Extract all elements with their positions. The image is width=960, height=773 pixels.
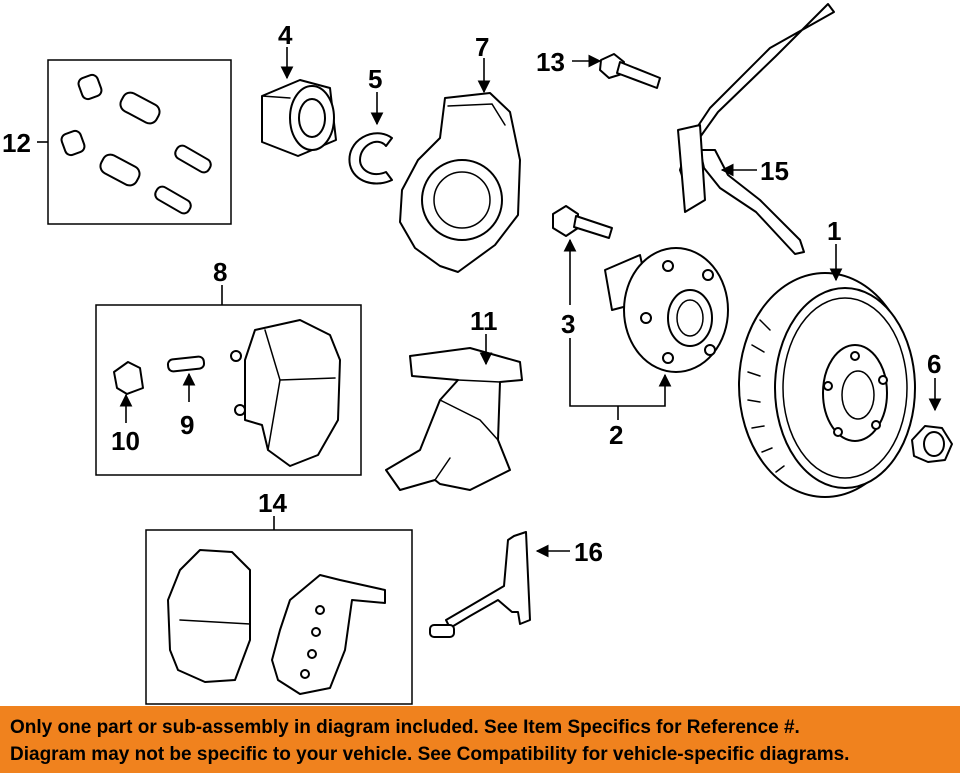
- callout-2: 2: [609, 420, 623, 450]
- bleeder-cap: [113, 361, 144, 395]
- callout-14: 14: [258, 488, 287, 518]
- callout-12: 12: [2, 128, 31, 158]
- callout-11: 11: [470, 306, 498, 336]
- hub-bolt: [552, 205, 613, 239]
- caliper-bracket: [385, 347, 523, 491]
- callout-10: 10: [111, 426, 140, 456]
- callout-numbers: 12 4 5 7 13 15 1 6 8 9 10 11 3 2 14 16: [2, 20, 941, 567]
- guide-pin-2: [154, 185, 192, 215]
- bolt-13: [599, 53, 661, 89]
- caliper-assembly: [95, 304, 362, 476]
- disclaimer-line-1: Only one part or sub-assembly in diagram…: [10, 717, 800, 738]
- guide-sleeve-1: [119, 91, 161, 125]
- wheel-bearing: [261, 79, 337, 157]
- splash-shield: [399, 92, 521, 273]
- callout-8: 8: [213, 257, 227, 287]
- inner-pad: [167, 549, 251, 683]
- pad-set: [145, 529, 413, 705]
- pin-boot-kit: [47, 59, 232, 225]
- callout-4: 4: [278, 20, 293, 50]
- brake-rotor: [738, 272, 916, 498]
- guide-pin-1: [174, 144, 212, 174]
- callout-6: 6: [927, 349, 941, 379]
- callout-5: 5: [368, 64, 382, 94]
- callout-15: 15: [760, 156, 789, 186]
- caliper: [230, 319, 341, 467]
- disclaimer-banner: Only one part or sub-assembly in diagram…: [0, 706, 960, 773]
- leader-lines: [37, 47, 942, 558]
- brake-hose: [677, 3, 835, 255]
- wheel-hub: [604, 247, 729, 373]
- boot-small-2: [60, 129, 86, 157]
- wear-sensor: [429, 531, 531, 638]
- callout-7: 7: [475, 32, 489, 62]
- callout-1: 1: [827, 216, 841, 246]
- callout-9: 9: [180, 410, 194, 440]
- lug-nut: [911, 425, 953, 463]
- snap-ring: [348, 132, 393, 185]
- outer-pad: [271, 574, 386, 695]
- disclaimer-line-2: Diagram may not be specific to your vehi…: [10, 744, 850, 765]
- guide-sleeve-2: [99, 153, 141, 187]
- bleeder-screw: [166, 355, 206, 373]
- callout-16: 16: [574, 537, 603, 567]
- callout-13: 13: [536, 47, 565, 77]
- boot-small-1: [77, 73, 103, 101]
- callout-3: 3: [561, 309, 575, 339]
- pad-set-box: [145, 529, 413, 705]
- caliper-box: [95, 304, 362, 476]
